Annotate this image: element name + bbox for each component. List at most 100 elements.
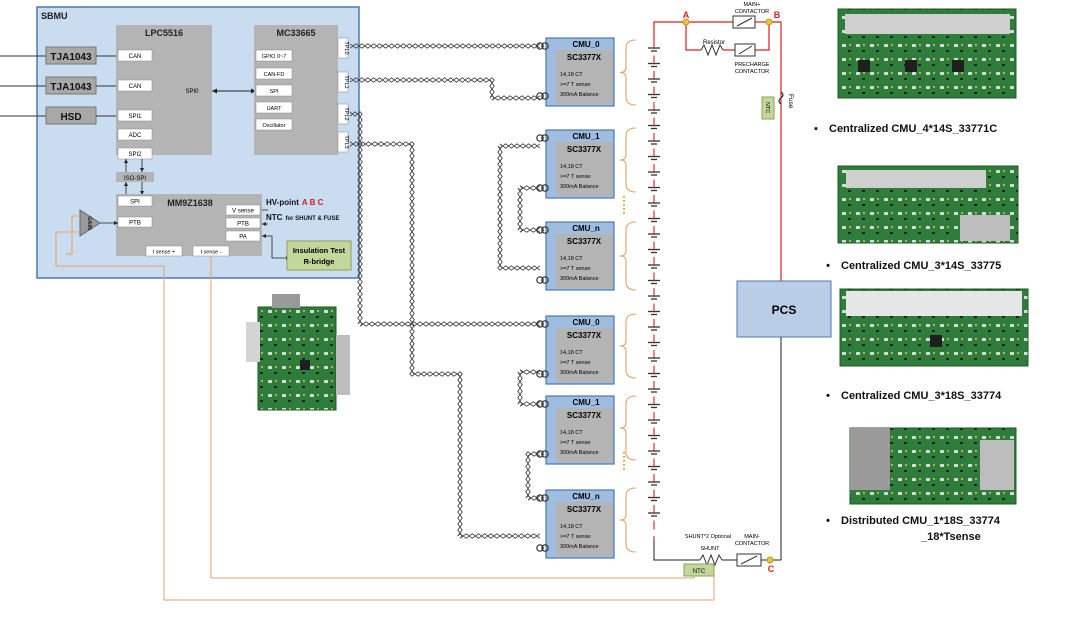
cell-group-brace <box>619 39 637 106</box>
svg-text:CMU_n: CMU_n <box>572 492 600 501</box>
svg-text:>=7 T sense: >=7 T sense <box>560 534 590 540</box>
svg-text:300mA Balance: 300mA Balance <box>560 450 599 456</box>
point-c: C <box>768 564 775 574</box>
board-photo-cmu-3x18s <box>839 288 1029 367</box>
cell-group-brace <box>619 313 637 379</box>
precharge-resistor: Resistor PRECHARGE CONTACTOR <box>700 40 770 75</box>
svg-text:14,18 CT: 14,18 CT <box>560 524 583 530</box>
svg-text:SC3377X: SC3377X <box>567 53 602 62</box>
board-photo-sbmu <box>246 294 350 411</box>
svg-text:>=7 T sense: >=7 T sense <box>560 440 590 446</box>
svg-text:SPI0: SPI0 <box>185 89 199 95</box>
cell-group-brace <box>619 487 637 553</box>
svg-text:TPL3: TPL3 <box>343 135 349 148</box>
svg-text:300mA Balance: 300mA Balance <box>560 276 599 282</box>
shunt: SHUNT*2 Optional SHUNT <box>685 534 731 567</box>
svg-text:SC3377X: SC3377X <box>567 331 602 340</box>
caption-centralized-3x18s: •Centralized CMU_3*18S_33774 <box>826 390 1002 402</box>
sbmu-title: SBMU <box>41 11 68 21</box>
lpc5516-chip: LPC5516 CAN CAN SPI1 ADC SPI2 SPI0 <box>116 25 212 160</box>
cmu0b-to-1b-link <box>517 369 541 407</box>
svg-text:CMU_1: CMU_1 <box>572 132 600 141</box>
fuse-ntc: NTC <box>761 96 775 120</box>
svg-text:14,18 CT: 14,18 CT <box>560 350 583 356</box>
svg-text:>=7 T sense: >=7 T sense <box>560 82 590 88</box>
svg-text:CAN: CAN <box>129 54 142 60</box>
svg-text:SPI2: SPI2 <box>128 152 142 158</box>
transceiver-hsd: HSD <box>45 106 97 125</box>
svg-text:SPI: SPI <box>270 89 279 95</box>
svg-text:CMU_n: CMU_n <box>572 224 600 233</box>
point-a: A <box>683 10 690 20</box>
svg-text:PCS: PCS <box>772 303 797 317</box>
cmu1-down-link <box>517 185 541 233</box>
svg-text:CMU_0: CMU_0 <box>572 40 600 49</box>
svg-text:>=7 T sense: >=7 T sense <box>560 266 590 272</box>
svg-text:MC33665: MC33665 <box>276 28 315 38</box>
svg-text:300mA Balance: 300mA Balance <box>560 370 599 376</box>
svg-text:CMU_1: CMU_1 <box>572 398 600 407</box>
svg-text:R-bridge: R-bridge <box>304 257 335 266</box>
svg-text:TJA1043: TJA1043 <box>50 52 92 63</box>
caption-centralized-3x14s: •Centralized CMU_3*14S_33775 <box>826 260 1002 272</box>
mm9z1638-chip: MM9Z1638 SPI PTB V sense PTB PA I sense … <box>116 194 262 257</box>
svg-text:CONTACTOR: CONTACTOR <box>735 69 769 75</box>
svg-text:ADC: ADC <box>129 133 142 139</box>
svg-text:TJA1043: TJA1043 <box>50 82 92 93</box>
svg-text:MAIN-: MAIN- <box>744 534 760 540</box>
svg-text:I sense -: I sense - <box>200 250 221 256</box>
main-positive-contactor: MAIN+ CONTACTOR <box>732 2 769 29</box>
svg-text:SHUNT*2 Optional: SHUNT*2 Optional <box>685 534 731 540</box>
svg-text:Oscillator: Oscillator <box>263 123 286 129</box>
insulation-test-box: Insulation Test R-bridge <box>286 240 352 271</box>
svg-text:CONTACTOR: CONTACTOR <box>735 541 769 547</box>
svg-text:>=7 T sense: >=7 T sense <box>560 174 590 180</box>
svg-text:CMU_0: CMU_0 <box>572 318 600 327</box>
svg-text:TPL2: TPL2 <box>343 107 349 120</box>
svg-text:GPIO 0~7: GPIO 0~7 <box>262 54 287 60</box>
cmu1b-to-nb-link <box>525 451 541 501</box>
svg-text:Insulation Test: Insulation Test <box>293 246 346 255</box>
caption-distributed-line2: _18*Tsense <box>921 531 981 543</box>
svg-text:>=7 T sense: >=7 T sense <box>560 360 590 366</box>
svg-text:I sense +: I sense + <box>153 250 175 256</box>
cell-group-brace <box>619 395 637 461</box>
svg-text:SPI: SPI <box>130 200 140 206</box>
board-photo-cmu-distributed <box>849 427 1017 505</box>
sbmu-block: SBMU TJA1043 TJA1043 HSD LPC5516 CAN CA <box>0 6 360 279</box>
board-photo-cmu-3x14s <box>837 165 1019 244</box>
svg-text:SC3377X: SC3377X <box>567 237 602 246</box>
transceiver-tja1043-2: TJA1043 <box>45 76 97 95</box>
daisy-chain-wires <box>349 43 541 539</box>
mc33665-chip: MC33665 GPIO 0~7 CAN-FD SPI UART Oscilla… <box>254 25 349 155</box>
svg-text:NTC: NTC <box>693 569 706 575</box>
svg-text:300mA Balance: 300mA Balance <box>560 544 599 550</box>
svg-text:14,18 CT: 14,18 CT <box>560 430 583 436</box>
svg-text:GAIN: GAIN <box>86 216 92 230</box>
pcs-box: PCS <box>736 280 832 338</box>
svg-text:SC3377X: SC3377X <box>567 505 602 514</box>
tpl0-link <box>349 43 541 49</box>
main-negative-contactor: MAIN- CONTACTOR <box>735 534 769 567</box>
svg-text:14,18 CT: 14,18 CT <box>560 256 583 262</box>
svg-text:CAN-FD: CAN-FD <box>264 72 285 78</box>
svg-text:SC3377X: SC3377X <box>567 411 602 420</box>
svg-text:Fuse: Fuse <box>787 94 794 109</box>
fuse: Fuse <box>778 91 794 109</box>
board-photo-cmu-4x14s <box>837 8 1017 99</box>
svg-text:SPI1: SPI1 <box>128 114 142 120</box>
caption-centralized-4x14s: ▪Centralized CMU_4*14S_33771C <box>814 123 998 135</box>
cell-stack <box>619 39 660 553</box>
svg-text:CAN: CAN <box>129 84 142 90</box>
svg-text:HSD: HSD <box>60 112 81 123</box>
svg-text:NTC: NTC <box>764 102 770 113</box>
svg-text:UART: UART <box>267 106 283 112</box>
